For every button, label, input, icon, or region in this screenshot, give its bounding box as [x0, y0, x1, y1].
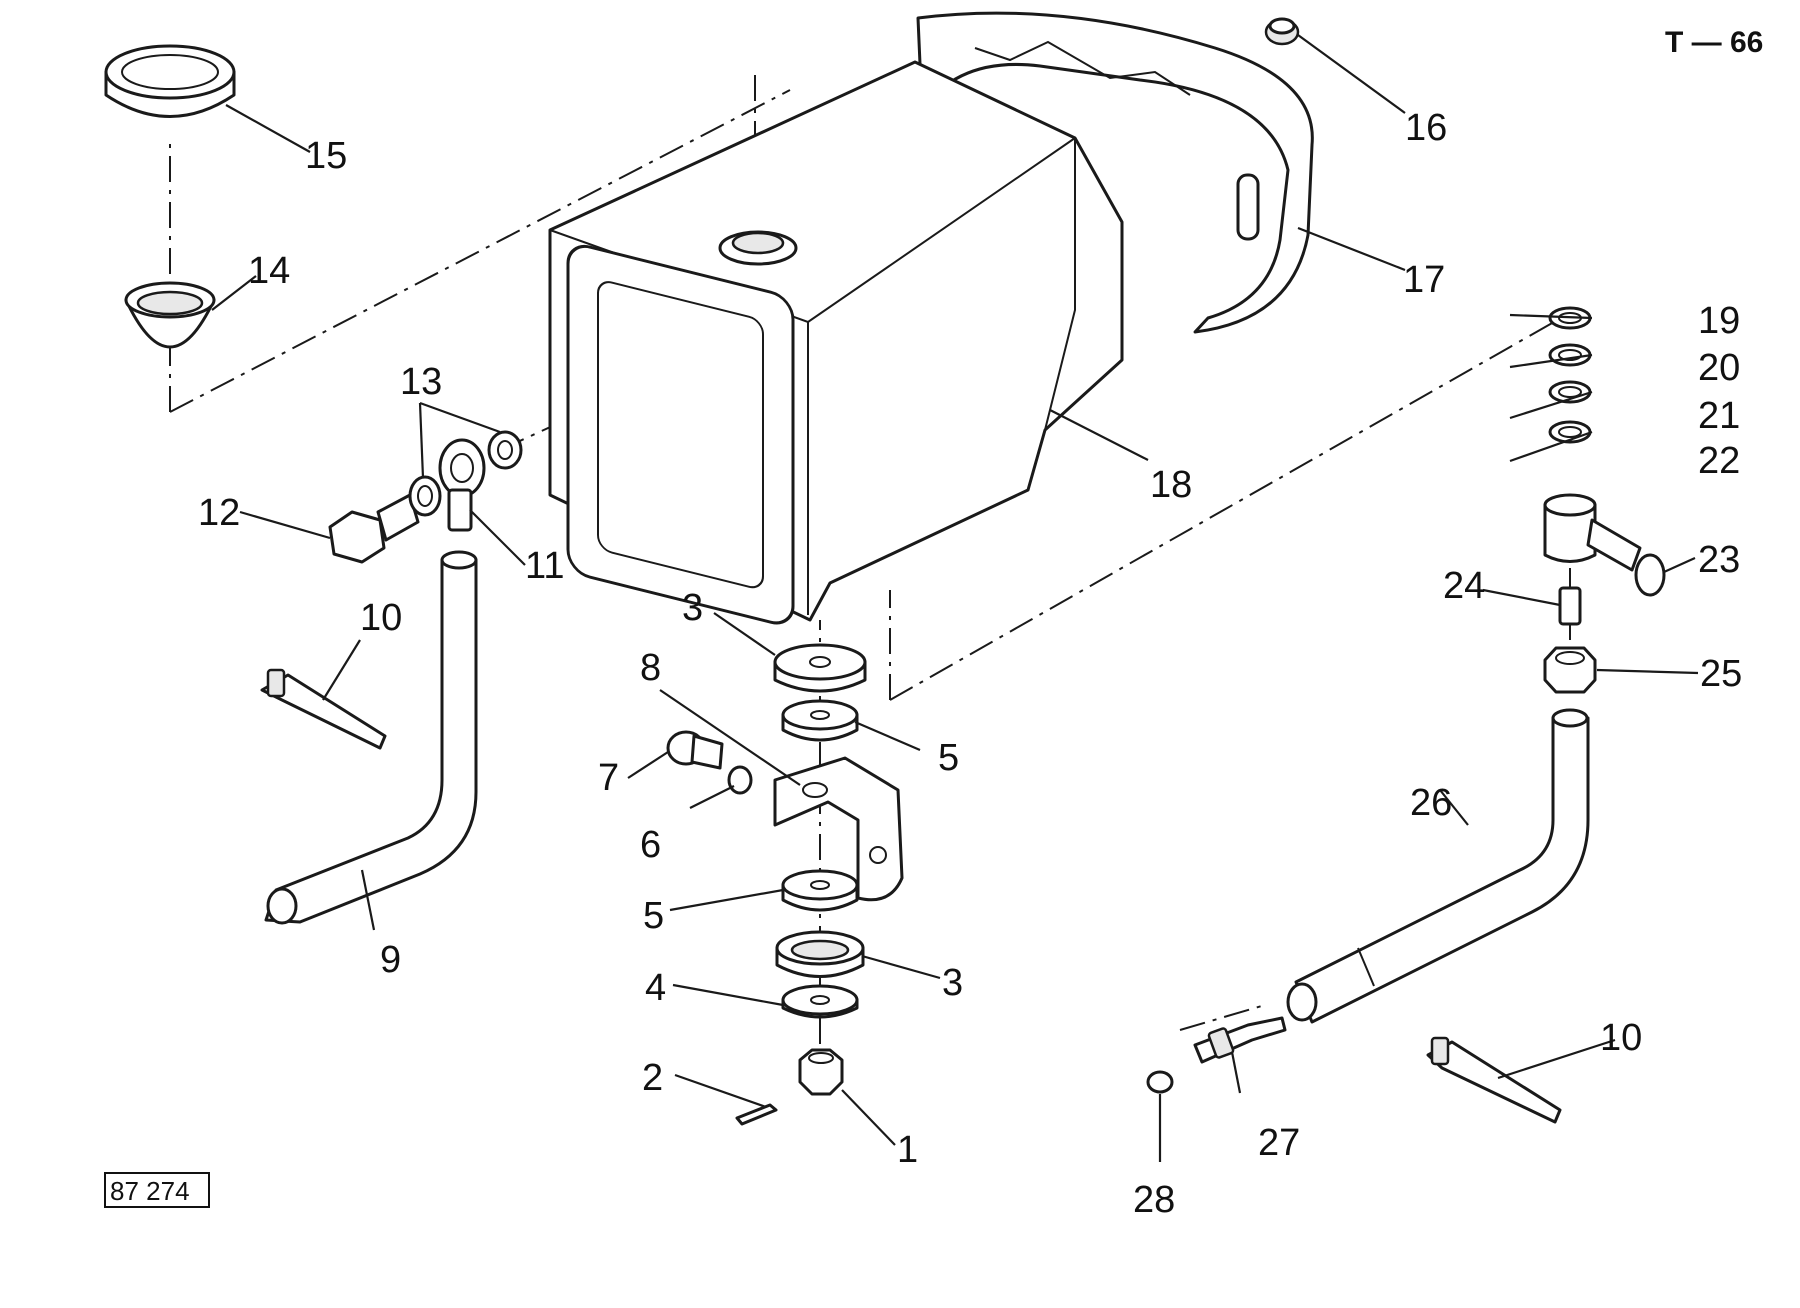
callout-24: 24 [1443, 565, 1485, 607]
union-nipple [1558, 586, 1582, 626]
rubber-pad-lower [781, 869, 859, 912]
drawing-ref-number: 87 274 [110, 1176, 190, 1206]
callout-3: 3 [682, 587, 703, 629]
callout-22: 22 [1698, 440, 1740, 482]
callout-21: 21 [1698, 395, 1740, 437]
callout-3: 3 [942, 962, 963, 1004]
callout-4: 4 [645, 967, 666, 1009]
callout-25: 25 [1700, 653, 1742, 695]
rubber-pad-upper [781, 699, 859, 742]
callout-6: 6 [640, 824, 661, 866]
callout-17: 17 [1403, 259, 1445, 301]
fuel-pipe-left [264, 550, 478, 925]
callout-labels: 1 2 3 3 4 5 5 6 7 8 9 10 10 11 12 13 14 … [198, 107, 1742, 1221]
fuel-tank [548, 60, 1124, 625]
callout-14: 14 [248, 250, 290, 292]
fuel-tap [1543, 493, 1666, 597]
callout-28: 28 [1133, 1179, 1175, 1221]
callout-2: 2 [642, 1057, 663, 1099]
callout-7: 7 [598, 757, 619, 799]
callout-1: 1 [897, 1129, 918, 1171]
castle-nut [798, 1048, 844, 1096]
rubber-grommet [1264, 17, 1300, 46]
sealing-rings [408, 430, 523, 517]
callout-9: 9 [380, 939, 401, 981]
rubber-cushion-lower [775, 930, 865, 978]
banjo-union [438, 438, 486, 532]
seal-20 [1548, 343, 1592, 367]
callout-10: 10 [360, 597, 402, 639]
callout-19: 19 [1698, 300, 1740, 342]
callout-5: 5 [643, 895, 664, 937]
tank-cover-plate [916, 11, 1314, 334]
hose-clip-right [1426, 1036, 1562, 1124]
fuel-pipe-right [1286, 708, 1590, 1024]
callout-5: 5 [938, 737, 959, 779]
hose-connector [1193, 1016, 1287, 1064]
callout-27: 27 [1258, 1122, 1300, 1164]
drawing-reference: 87 274 [104, 1172, 210, 1208]
sheet-code: T — 66 [1665, 26, 1763, 59]
cotter-pin [735, 1103, 778, 1126]
callout-11: 11 [525, 545, 564, 587]
bolt-7 [666, 730, 724, 770]
callout-12: 12 [198, 492, 240, 534]
washer-4 [781, 984, 859, 1019]
lock-washer-6 [727, 765, 753, 795]
filler-strainer [124, 281, 216, 349]
callout-13: 13 [400, 361, 442, 403]
callout-20: 20 [1698, 347, 1740, 389]
filler-cap [104, 44, 236, 118]
callout-23: 23 [1698, 539, 1740, 581]
banjo-bolt [328, 493, 420, 564]
hose-clip-left [260, 668, 387, 750]
callout-8: 8 [640, 647, 661, 689]
union-nut [1543, 646, 1597, 694]
callout-15: 15 [305, 135, 347, 177]
blanking-cap [1146, 1070, 1174, 1094]
mounting-bracket [773, 756, 904, 902]
callout-18: 18 [1150, 464, 1192, 506]
leader-lines [211, 34, 1699, 1162]
rubber-cushion-upper [773, 643, 867, 693]
callout-10: 10 [1600, 1017, 1642, 1059]
callout-26: 26 [1410, 782, 1452, 824]
callout-16: 16 [1405, 107, 1447, 149]
